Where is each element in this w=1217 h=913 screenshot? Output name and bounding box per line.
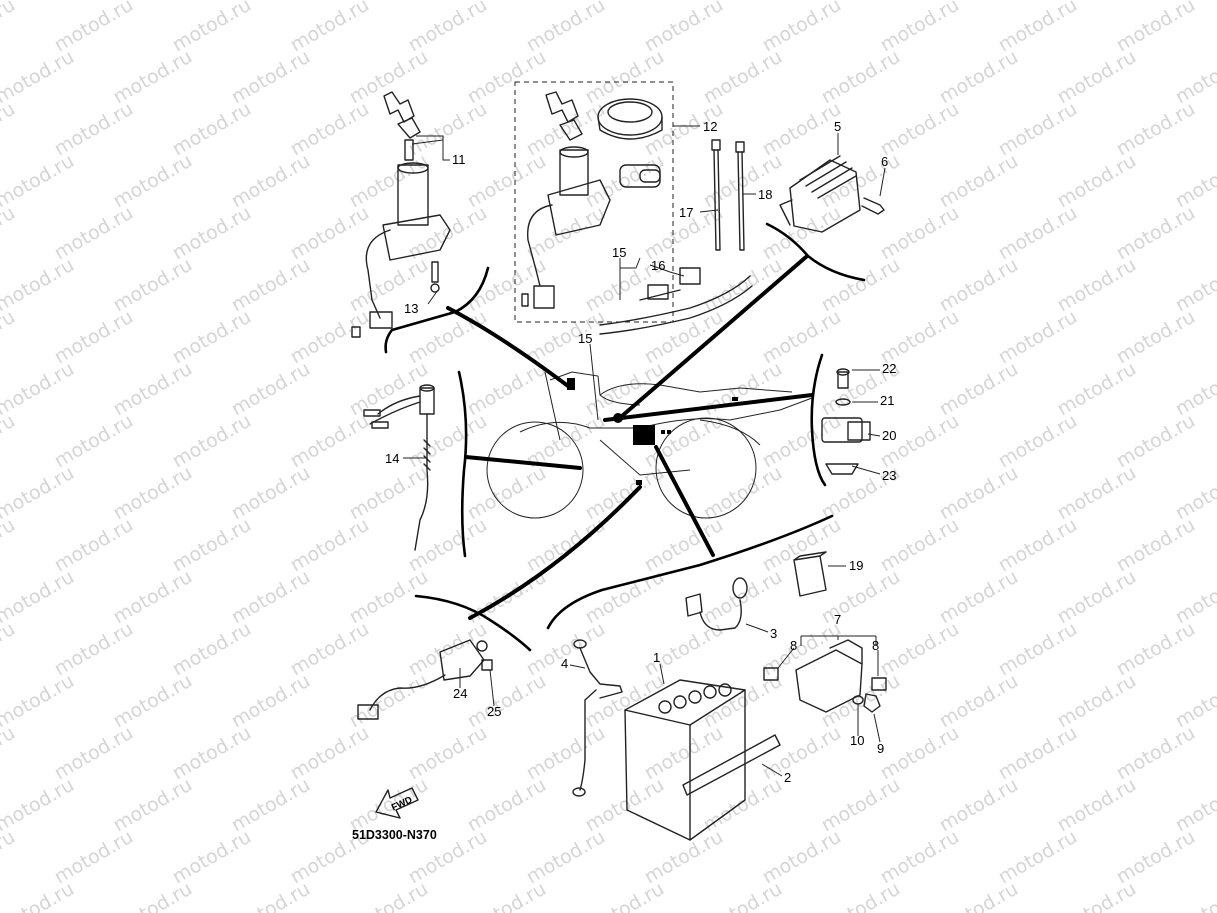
callout-6: 6 [881,154,888,169]
watermark-text: motod.ru [1172,150,1217,213]
watermark-text: motod.ru [464,878,550,913]
watermark-text: motod.ru [228,878,314,913]
relay-right-part [821,368,871,475]
callout-1: 1 [653,650,660,665]
watermark-text: motod.ru [0,254,78,317]
watermark-text: motod.ru [1054,878,1140,913]
watermark-text: motod.ru [0,566,78,629]
watermark-text: motod.ru [1172,46,1217,109]
watermark-text: motod.ru [0,410,19,473]
watermark-text: motod.ru [1172,774,1217,837]
watermark-text: motod.ru [0,46,78,109]
watermark-text: motod.ru [0,670,78,733]
watermark-text: motod.ru [0,98,19,161]
watermark-text: motod.ru [1172,462,1217,525]
callout-13: 13 [404,301,418,316]
watermark-text: motod.ru [346,878,432,913]
battery-cable-minus-part [572,639,623,797]
harness-leader-wires [446,255,814,620]
diagram-code: 51D3300-N370 [352,828,437,842]
callout-17: 17 [679,205,693,220]
watermark-text: motod.ru [0,0,19,56]
callout-16: 16 [651,258,665,273]
callout-12: 12 [703,119,717,134]
watermark-text: motod.ru [1172,566,1217,629]
section-brackets [384,81,866,652]
motorcycle-outline [486,371,813,519]
callout-8-left: 8 [790,638,797,653]
callout-11: 11 [452,152,466,167]
watermark-text: motod.ru [1172,878,1217,913]
ignition-switch-part [351,91,451,338]
watermark-text: motod.ru [1172,254,1217,317]
callout-8-right: 8 [872,638,879,653]
watermark-text: motod.ru [0,202,19,265]
callout-9: 9 [877,741,884,756]
callout-25: 25 [487,704,501,719]
callout-19: 19 [849,558,863,573]
battery-part [624,679,781,841]
watermark-text: motod.ru [1172,670,1217,733]
watermark-text: motod.ru [0,150,78,213]
watermark-text: motod.ru [0,618,19,681]
watermark-text: motod.ru [818,878,904,913]
watermark-text: motod.ru [1172,358,1217,421]
flasher-relay-part [763,639,887,713]
watermark-text: motod.ru [0,306,19,369]
battery-cable-plus-part [685,577,748,631]
callout-10: 10 [850,733,864,748]
ignition-switch-set-part [521,91,663,309]
sidestand-switch-part [357,639,493,720]
watermark-text: motod.ru [0,358,78,421]
callout-3: 3 [770,626,777,641]
callout-24: 24 [453,686,467,701]
watermark-text: motod.ru [0,774,78,837]
callout-labels: 11 12 13 5 6 17 18 15 16 15 14 22 21 20 … [385,119,896,785]
callout-leaders [403,125,886,777]
rectifier-regulator-part [779,155,885,233]
watermark-text: motod.ru [0,878,78,913]
callout-4: 4 [561,656,568,671]
callout-7: 7 [834,612,841,627]
watermark-text: motod.ru [0,722,19,785]
callout-22: 22 [882,361,896,376]
callout-20: 20 [882,428,896,443]
watermark-text: motod.ru [700,878,786,913]
callout-2: 2 [784,770,791,785]
cable-ties-part [711,139,745,251]
watermark-text: motod.ru [0,462,78,525]
callout-15-lower: 15 [578,331,592,346]
callout-18: 18 [758,187,772,202]
callout-15-upper: 15 [612,245,626,260]
callout-23: 23 [882,468,896,483]
watermark-text: motod.ru [0,826,19,889]
callout-14: 14 [385,451,399,466]
callout-5: 5 [834,119,841,134]
watermark-text: motod.ru [0,514,19,577]
watermark-text: motod.ru [936,878,1022,913]
relay-small-part [793,551,827,597]
watermark-text: motod.ru [110,878,196,913]
callout-21: 21 [880,393,894,408]
wire-harness-part [599,267,753,335]
watermark-text: motod.ru [582,878,668,913]
brake-switch-part [363,384,435,551]
